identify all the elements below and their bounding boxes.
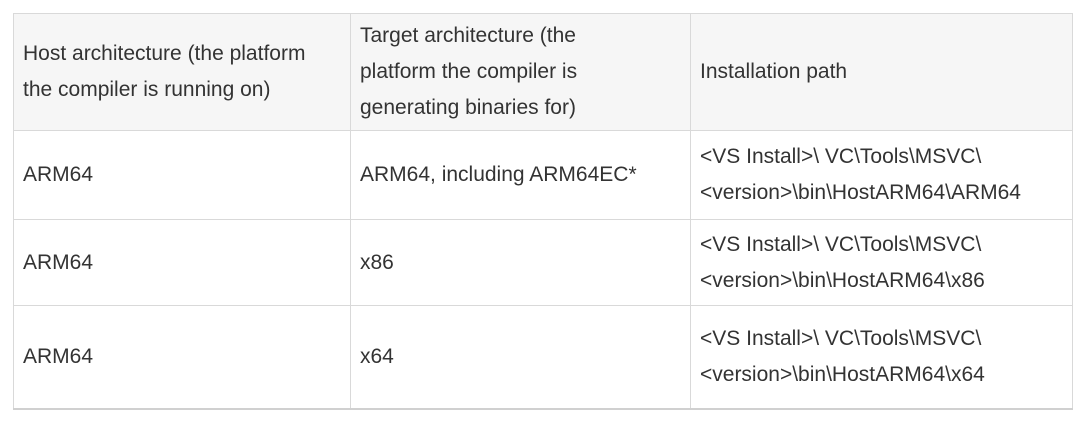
compiler-architecture-table: Host architecture (the platform the comp…	[13, 13, 1073, 410]
cell-host-architecture: ARM64	[13, 219, 351, 306]
cell-installation-path: <VS Install>\ VC\Tools\MSVC\ <version>\b…	[690, 305, 1073, 410]
table-row: ARM64 x64 <VS Install>\ VC\Tools\MSVC\ <…	[13, 305, 1073, 410]
cell-target-architecture: x64	[350, 305, 691, 410]
cell-target-architecture: x86	[350, 219, 691, 306]
column-header-host-architecture: Host architecture (the platform the comp…	[13, 13, 351, 131]
header-row: Host architecture (the platform the comp…	[13, 13, 1073, 131]
cell-installation-path: <VS Install>\ VC\Tools\MSVC\ <version>\b…	[690, 130, 1073, 220]
cell-host-architecture: ARM64	[13, 305, 351, 410]
column-header-target-architecture: Target architecture (the platform the co…	[350, 13, 691, 131]
cell-target-architecture: ARM64, including ARM64EC*	[350, 130, 691, 220]
cell-host-architecture: ARM64	[13, 130, 351, 220]
table-row: ARM64 ARM64, including ARM64EC* <VS Inst…	[13, 130, 1073, 220]
table-row: ARM64 x86 <VS Install>\ VC\Tools\MSVC\ <…	[13, 219, 1073, 306]
cell-installation-path: <VS Install>\ VC\Tools\MSVC\ <version>\b…	[690, 219, 1073, 306]
column-header-installation-path: Installation path	[690, 13, 1073, 131]
